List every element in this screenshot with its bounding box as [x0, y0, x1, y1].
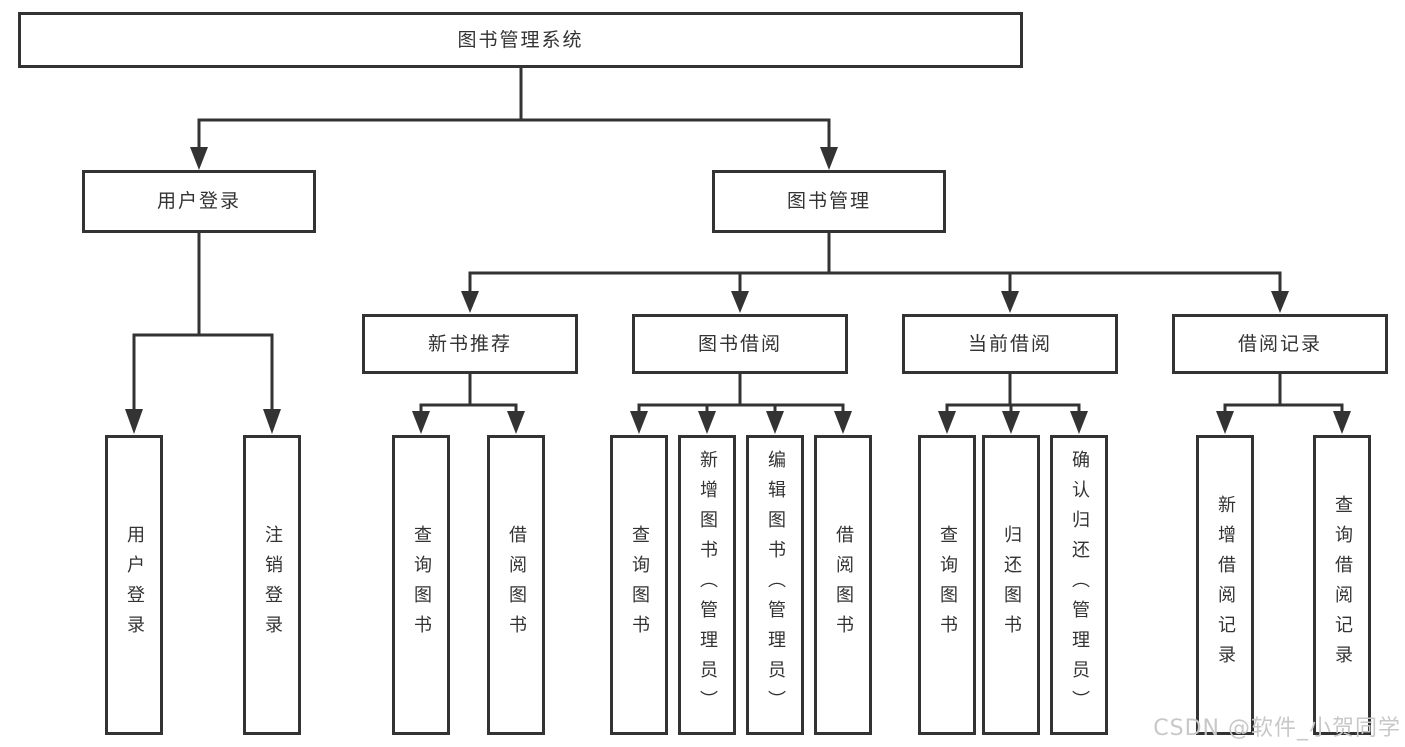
- leaf-edit-book-admin: 编辑图书（管理员）: [746, 435, 804, 735]
- leaf-confirm-return-admin: 确认归还（管理员）: [1050, 435, 1108, 735]
- leaf-query-books-borrowing: 查询图书: [610, 435, 668, 735]
- leaf-return-book: 归还图书: [982, 435, 1040, 735]
- node-borrowing-records: 借阅记录: [1172, 314, 1388, 374]
- node-user-login-group: 用户登录: [82, 170, 316, 233]
- leaf-borrow-books-borrowing: 借阅图书: [814, 435, 872, 735]
- node-book-borrowing: 图书借阅: [632, 314, 848, 374]
- csdn-watermark: CSDN @软件_小贺同学: [1153, 716, 1401, 741]
- leaf-query-books-current: 查询图书: [918, 435, 976, 735]
- leaf-query-borrow-record: 查询借阅记录: [1313, 435, 1371, 735]
- node-current-borrowing: 当前借阅: [902, 314, 1118, 374]
- node-book-management: 图书管理: [712, 170, 946, 233]
- node-library-management-system: 图书管理系统: [18, 12, 1023, 68]
- leaf-user-login: 用户登录: [105, 435, 163, 735]
- leaf-add-book-admin: 新增图书（管理员）: [678, 435, 736, 735]
- leaf-add-borrow-record: 新增借阅记录: [1196, 435, 1254, 735]
- leaf-logout: 注销登录: [243, 435, 301, 735]
- node-new-book-recommend: 新书推荐: [362, 314, 578, 374]
- leaf-borrow-books-recommend: 借阅图书: [487, 435, 545, 735]
- leaf-query-books-recommend: 查询图书: [392, 435, 450, 735]
